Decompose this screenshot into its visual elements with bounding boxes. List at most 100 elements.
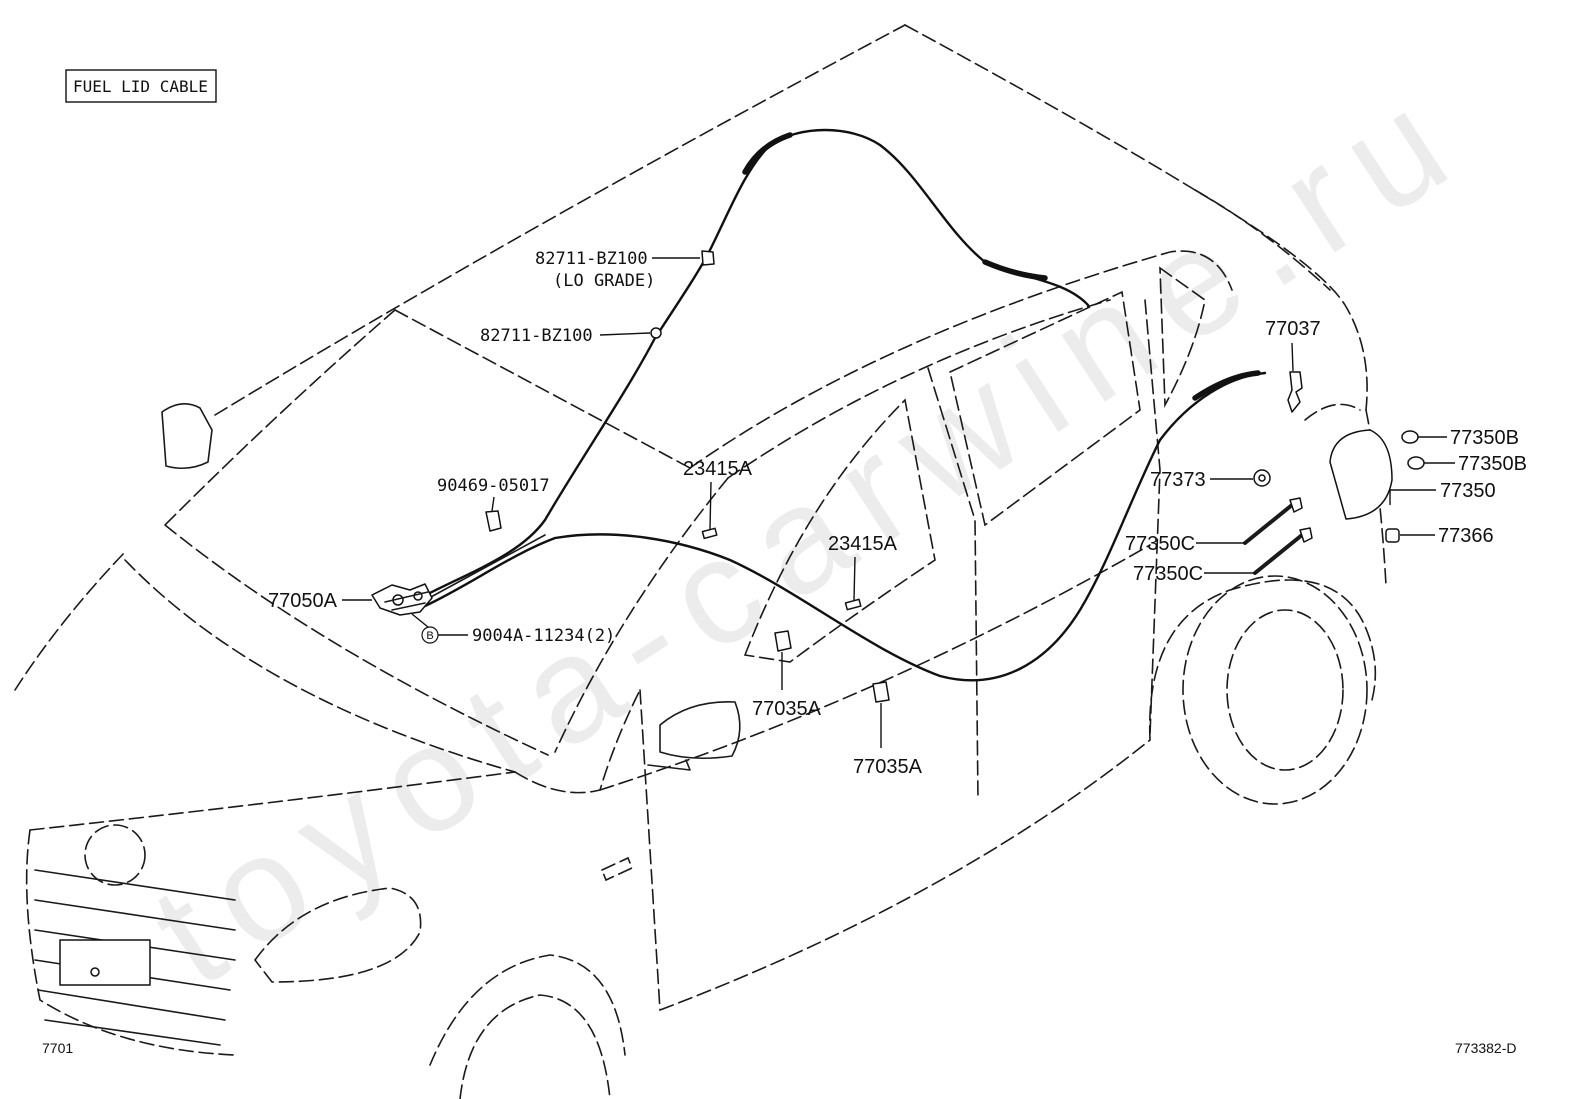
rear-wheel-arch xyxy=(1148,579,1377,741)
b-pillar xyxy=(927,367,979,801)
leader-line xyxy=(1389,489,1436,505)
cable-sheath xyxy=(742,132,793,175)
side-sill xyxy=(659,739,1151,1011)
leader-lines xyxy=(342,257,1455,748)
front-door-edge xyxy=(639,689,661,1011)
near-a-pillar xyxy=(554,477,729,753)
roof-rear-edge xyxy=(904,24,1368,411)
hood-front-edge xyxy=(29,771,516,831)
windshield-header xyxy=(394,309,691,469)
fuel-lid-cable-assembly xyxy=(417,128,1267,682)
callout-label: 77350B xyxy=(1458,453,1527,475)
opener-lever-assembly xyxy=(371,583,433,616)
license-plate-mount xyxy=(59,939,151,986)
rear-tire xyxy=(1182,575,1368,805)
callout-label: 23415A xyxy=(828,533,898,555)
part-77037 xyxy=(1287,371,1303,413)
front-tire xyxy=(459,994,611,1099)
callout-label: 77035A xyxy=(752,698,822,720)
grille-fastener xyxy=(90,967,100,977)
pin-head xyxy=(1289,497,1303,513)
front-door-window xyxy=(743,398,936,663)
bracket-90469 xyxy=(485,510,502,532)
leader-line xyxy=(709,481,712,530)
opener-link xyxy=(384,591,429,611)
clamp-77035a-upper xyxy=(774,630,792,652)
cable-sheath xyxy=(982,259,1048,281)
front-wheel-arch xyxy=(429,954,626,1066)
pin-77350c-upper xyxy=(1243,497,1303,545)
leader-line xyxy=(411,613,468,636)
car-body-outline xyxy=(14,24,1387,1099)
grommet-77373-center xyxy=(1258,474,1266,482)
clamp-23415a-lower xyxy=(844,598,862,611)
cap-77350b-lower xyxy=(1407,456,1425,470)
near-side-mirror xyxy=(659,701,741,760)
cable-bundle-line xyxy=(417,534,546,605)
front-fender xyxy=(514,689,641,794)
callout-label: 77350B xyxy=(1450,427,1519,449)
clip-82711 xyxy=(650,327,662,339)
callout-label: 77350C xyxy=(1125,533,1195,555)
clamp-23415a-upper xyxy=(701,527,718,540)
hood-crease xyxy=(124,559,516,773)
rear-door-window xyxy=(949,290,1141,527)
callout-label: 9004A-11234(2) xyxy=(472,626,615,646)
watermark: toyota-carwine.ru xyxy=(124,59,1474,1017)
leader-line xyxy=(1291,342,1294,372)
fuel-filler-opening xyxy=(1304,403,1361,421)
part-77366 xyxy=(1385,528,1400,543)
callout-label: 77350C xyxy=(1133,563,1203,585)
cap-77350b-upper xyxy=(1401,430,1419,444)
bolt-marker-circle xyxy=(421,626,439,644)
quarter-window xyxy=(1159,266,1206,408)
clip-82711-lo-grade xyxy=(701,250,715,266)
figure-code: 7701 xyxy=(42,1040,73,1056)
callout-label: 77366 xyxy=(1438,525,1494,547)
door-belt-line xyxy=(599,544,1151,791)
pin-77350c-lower xyxy=(1253,527,1313,575)
title-box xyxy=(65,69,217,103)
windshield-cowl xyxy=(164,524,549,756)
grille-bar xyxy=(37,989,226,1021)
pin-head xyxy=(1299,527,1313,543)
fuel-lid xyxy=(1329,429,1393,520)
front-emblem xyxy=(84,824,146,886)
cable-upper-route xyxy=(418,128,1090,600)
callout-label: 77035A xyxy=(853,756,923,778)
pin-shaft xyxy=(1243,503,1294,545)
cable-lower-route xyxy=(423,371,1267,682)
far-a-pillar xyxy=(164,309,396,526)
rear-door-edge xyxy=(1144,299,1161,736)
callout-label: 23415A xyxy=(683,458,753,480)
diagram-title: FUEL LID CABLE xyxy=(73,77,208,96)
hood-far-edge xyxy=(14,551,126,691)
callout-label: 77350 xyxy=(1440,480,1496,502)
grille-bar xyxy=(34,869,236,901)
callout-note: (LO GRADE) xyxy=(553,271,655,291)
illustration-id: 773382-D xyxy=(1455,1040,1517,1056)
leader-line xyxy=(491,496,495,512)
callout-label: 77050A xyxy=(268,590,338,612)
callout-label: 77373 xyxy=(1150,469,1206,491)
leader-line xyxy=(853,556,856,601)
grille-bar xyxy=(34,899,236,931)
headlight xyxy=(254,887,422,983)
callout-label: 77037 xyxy=(1265,318,1321,340)
roof-far-edge xyxy=(214,24,906,416)
front-bumper xyxy=(25,829,236,1056)
rear-rim xyxy=(1226,609,1344,771)
near-roof-drip xyxy=(727,299,1111,479)
cable-sheath xyxy=(1192,370,1261,401)
leader-line xyxy=(599,332,651,336)
callout-label: 82711-BZ100 xyxy=(480,326,593,346)
rear-spoiler-edge xyxy=(1194,189,1331,291)
bolt-marker-letter: B xyxy=(426,630,433,642)
far-side-mirror xyxy=(161,403,213,470)
callout-label: 82711-BZ100 xyxy=(535,249,648,269)
near-roof-rail xyxy=(689,250,1233,469)
front-grille xyxy=(34,869,236,1046)
pin-shaft xyxy=(1253,533,1304,575)
grille-bar xyxy=(44,1019,221,1046)
